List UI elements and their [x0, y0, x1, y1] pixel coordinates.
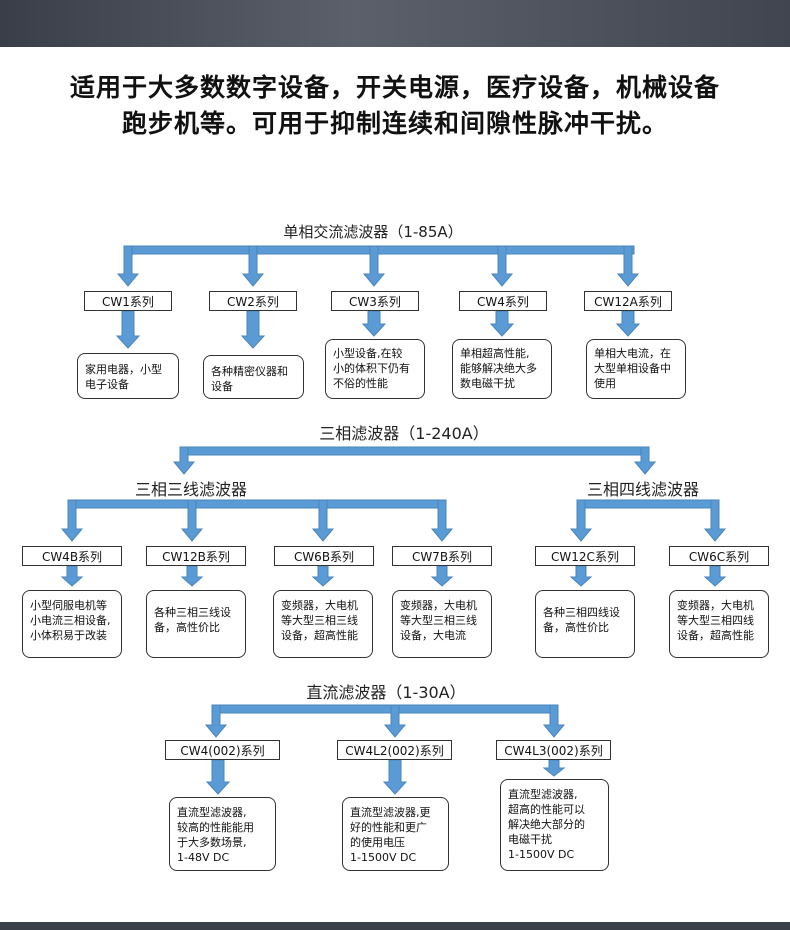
cw6c-description: 变频器，大电机 等大型三相四线 设备，超高性能 [669, 590, 769, 658]
four-wire-title: 三相四线滤波器 [586, 480, 700, 499]
arrow-32 [205, 759, 231, 795]
cw4l2-002-description: 直流型滤波器,更 好的性能和更广 的使用电压 1-1500V DC [342, 797, 449, 871]
cw4l3-002-description: 直流型滤波器, 超高的性能可以 解决绝大部分的 电磁干扰 1-1500V DC [500, 779, 609, 871]
cw4l2-002-label: CW4L2(002)系列 [337, 740, 452, 760]
cw12b-description: 各种三相三线设 备，高性价比 [146, 590, 246, 658]
connector-bar-0 [123, 245, 635, 255]
arrow-17 [311, 499, 335, 542]
cw12c-label: CW12C系列 [535, 546, 635, 566]
cw6b-label: CW6B系列 [274, 546, 374, 566]
arrow-20 [569, 499, 593, 542]
connector-bar-19 [576, 499, 720, 509]
cw3-label: CW3系列 [331, 291, 419, 311]
cw6b-description: 变频器，大电机 等大型三相三线 设备，超高性能 [273, 590, 373, 658]
arrow-16 [180, 499, 204, 542]
arrow-27 [703, 565, 727, 587]
bottom-banner [0, 922, 790, 930]
dc-title: 直流滤波器（1-30A） [306, 683, 466, 702]
arrow-22 [60, 565, 84, 587]
cw4b-description: 小型伺服电机等 小电流三相设备, 小体积易于改装 [22, 590, 122, 658]
arrow-18 [430, 499, 454, 542]
arrow-30 [383, 704, 407, 738]
connector-bar-14 [67, 499, 447, 509]
headline-line-1: 适用于大多数数字设备，开关电源，医疗设备，机械设备 [69, 73, 720, 102]
three-phase-title: 三相滤波器（1-240A） [319, 424, 489, 443]
arrow-29 [204, 704, 228, 738]
cw4l3-002-label: CW4L3(002)系列 [496, 740, 611, 760]
arrow-25 [430, 565, 454, 587]
arrow-34 [542, 759, 566, 777]
cw4-label: CW4系列 [459, 291, 547, 311]
arrow-26 [569, 565, 593, 587]
connector-bar-11 [179, 446, 649, 456]
arrow-7 [240, 310, 266, 349]
arrow-5 [616, 245, 640, 287]
arrow-3 [362, 245, 386, 287]
arrow-24 [311, 565, 335, 587]
cw3-description: 小型设备,在较 小的体积下仍有 不俗的性能 [325, 339, 425, 399]
cw4-description: 单相超高性能, 能够解决绝大多 数电磁干扰 [452, 339, 552, 399]
cw4-002-description: 直流型滤波器, 较高的性能能用 于大多数场景, 1-48V DC [169, 797, 276, 871]
cw4b-label: CW4B系列 [22, 546, 122, 566]
cw12a-label: CW12A系列 [584, 291, 672, 311]
arrow-21 [703, 499, 727, 542]
arrow-15 [60, 499, 84, 542]
arrow-31 [542, 704, 566, 738]
cw12c-description: 各种三相四线设 备，高性价比 [535, 590, 635, 658]
arrow-9 [489, 310, 515, 337]
arrow-4 [490, 245, 514, 287]
cw6c-label: CW6C系列 [669, 546, 769, 566]
arrow-6 [115, 310, 141, 349]
cw12a-description: 单相大电流，在 大型单相设备中 使用 [586, 339, 686, 399]
cw1-label: CW1系列 [84, 291, 172, 311]
arrow-2 [241, 245, 265, 287]
headline-line-2: 跑步机等。可用于抑制连续和间隙性脉冲干扰。 [121, 109, 668, 138]
cw2-label: CW2系列 [209, 291, 297, 311]
cw7b-description: 变频器，大电机 等大型三相三线 设备，大电流 [392, 590, 492, 658]
arrow-12 [172, 446, 196, 475]
cw4-002-label: CW4(002)系列 [165, 740, 280, 760]
cw7b-label: CW7B系列 [392, 546, 492, 566]
arrow-33 [382, 759, 408, 795]
single-phase-title: 单相交流滤波器（1-85A） [283, 223, 463, 241]
arrow-8 [361, 310, 387, 337]
connector-bar-28 [211, 704, 559, 714]
cw1-description: 家用电器，小型 电子设备 [77, 353, 179, 399]
top-banner [0, 0, 790, 47]
arrow-13 [633, 446, 657, 475]
arrow-1 [116, 245, 140, 287]
arrow-10 [615, 310, 641, 337]
cw2-description: 各种精密仪器和 设备 [203, 355, 304, 399]
three-wire-title: 三相三线滤波器 [134, 480, 248, 499]
arrow-23 [180, 565, 204, 587]
cw12b-label: CW12B系列 [146, 546, 246, 566]
